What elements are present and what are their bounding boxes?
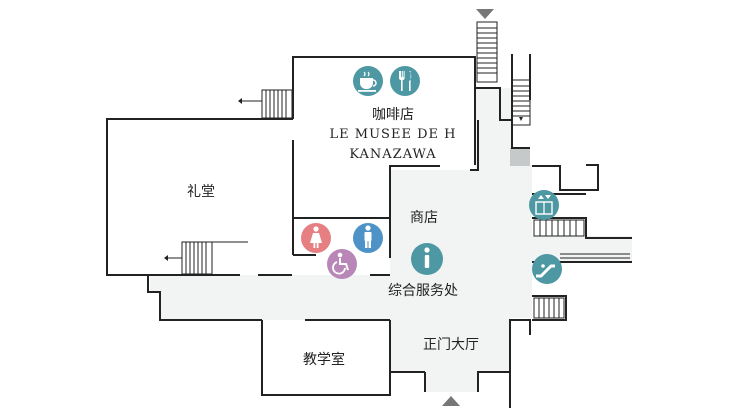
cafe-name-en-2: KANAZAWA — [349, 147, 437, 162]
female-restroom-icon — [301, 223, 331, 253]
wheelchair-icon — [327, 249, 357, 279]
south-entrance-arrow-icon — [442, 396, 460, 406]
shop-label: 商店 — [410, 210, 438, 226]
escalator-icon[interactable] — [532, 254, 562, 284]
info-desk-label: 综合服务处 — [388, 283, 458, 299]
fork-knife-icon — [390, 66, 420, 96]
elevator-icon[interactable] — [529, 190, 559, 220]
cafe-name-en-1: LE MUSEE DE H — [329, 127, 457, 142]
male-restroom-icon — [353, 223, 383, 253]
stair-arrows — [164, 98, 523, 261]
information-icon[interactable] — [411, 243, 443, 275]
coffee-cup-icon — [353, 66, 383, 96]
main-hall-label: 正门大厅 — [423, 337, 479, 353]
stairs — [168, 21, 585, 319]
north-entrance-arrow-icon — [476, 9, 494, 19]
walls — [106, 54, 632, 408]
service-shaft — [510, 148, 530, 166]
cafe-name-zh: 咖啡店 — [372, 107, 414, 123]
cafe-label: 咖啡店 LE MUSEE DE H KANAZAWA — [318, 105, 468, 165]
classroom-label: 教学室 — [303, 352, 345, 368]
chapel-label: 礼堂 — [187, 184, 215, 200]
